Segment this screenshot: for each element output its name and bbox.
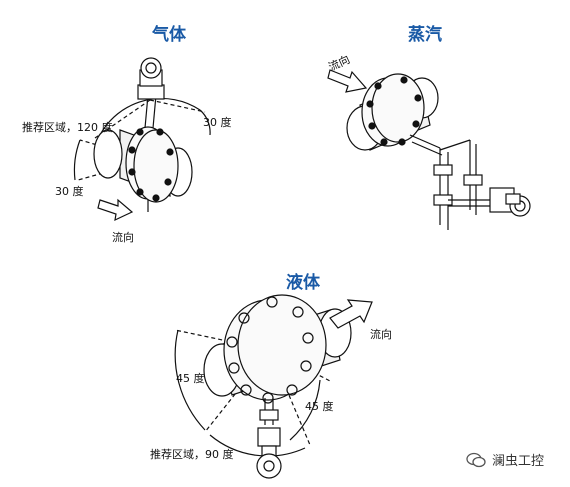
gas-flow-arrow	[97, 198, 134, 222]
liquid-flow-arrow	[329, 299, 373, 329]
liquid-angle-left-label: 45 度	[176, 372, 205, 385]
gas-angle-lower-label: 30 度	[55, 185, 84, 198]
steam-transmitter	[489, 187, 531, 217]
liquid-angle-right-label: 45 度	[305, 400, 334, 413]
liquid-panel-title: 液体	[286, 273, 320, 293]
steam-impulse-lines	[409, 134, 500, 230]
liquid-right-arc	[289, 379, 321, 441]
liquid-flow-label: 流向	[370, 328, 392, 341]
gas-recommended-arc	[99, 97, 201, 136]
gas-recommended-zone-label: 推荐区域，120 度	[22, 121, 113, 134]
gas-flow-label: 流向	[112, 231, 134, 244]
steam-panel-title: 蒸汽	[408, 25, 442, 45]
watermark: 澜虫工控	[466, 450, 544, 469]
gas-transmitter	[137, 57, 165, 212]
gas-angle-upper-label: 30 度	[203, 116, 232, 129]
gas-flange	[125, 126, 179, 203]
gas-angle-line-right	[149, 99, 206, 113]
liquid-recommended-arc	[209, 434, 306, 457]
steam-diagram	[327, 69, 531, 230]
liquid-left-arc	[174, 329, 206, 431]
gas-lower-arc	[73, 139, 81, 181]
chat-bubble-icon	[466, 452, 486, 467]
liquid-recommended-zone-label: 推荐区域，90 度	[150, 448, 234, 461]
steam-flow-arrow	[327, 69, 368, 93]
gas-diagram	[73, 57, 211, 222]
steam-flange	[361, 73, 425, 147]
watermark-text: 澜虫工控	[492, 454, 545, 469]
liquid-flange	[223, 294, 327, 404]
liquid-transmitter	[256, 398, 282, 479]
liquid-diagram	[174, 294, 373, 479]
gas-panel-title: 气体	[152, 25, 186, 45]
